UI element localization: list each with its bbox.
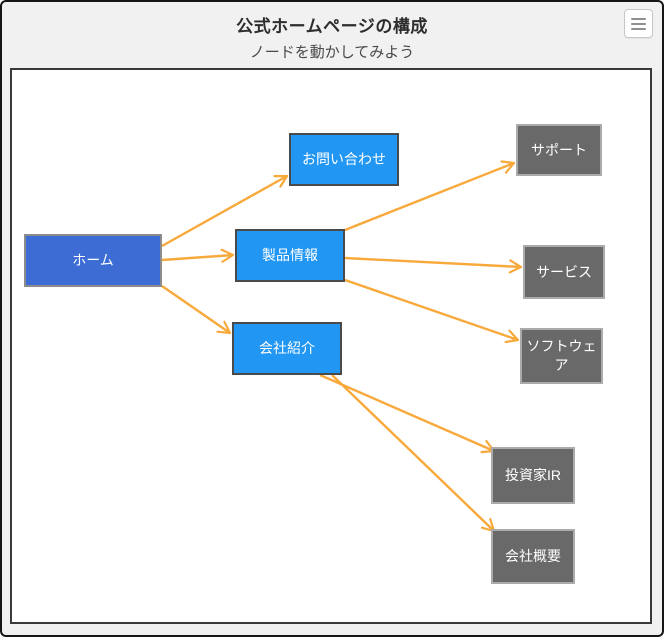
node-products[interactable]: 製品情報 — [235, 229, 345, 282]
node-software[interactable]: ソフトウェア — [520, 328, 603, 384]
page-subtitle: ノードを動かしてみよう — [249, 44, 415, 61]
menu-button[interactable] — [624, 9, 653, 38]
node-service[interactable]: サービス — [523, 245, 605, 299]
node-contact[interactable]: お問い合わせ — [289, 133, 399, 186]
edges-layer — [161, 160, 523, 533]
edge-products-to-service — [344, 256, 523, 274]
node-overview[interactable]: 会社概要 — [491, 529, 575, 584]
edge-company-to-ir — [319, 373, 496, 454]
edge-company-to-overview — [331, 374, 496, 533]
node-company[interactable]: 会社紹介 — [232, 322, 342, 375]
node-support[interactable]: サポート — [516, 124, 602, 176]
edge-home-to-contact — [161, 174, 289, 248]
page-title: 公式ホームページの構成 — [236, 17, 428, 36]
node-ir[interactable]: 投資家IR — [491, 447, 575, 504]
edge-products-to-support — [344, 160, 516, 232]
node-home[interactable]: ホーム — [24, 234, 162, 287]
header: 公式ホームページの構成 ノードを動かしてみよう — [2, 2, 662, 66]
edge-home-to-products — [161, 248, 235, 263]
edge-home-to-company — [161, 285, 232, 335]
edge-products-to-software — [344, 278, 520, 344]
diagram-canvas[interactable]: ホーム お問い合わせ製品情報会社紹介 サポートサービスソフトウェア投資家IR 会社概要 — [10, 68, 652, 624]
